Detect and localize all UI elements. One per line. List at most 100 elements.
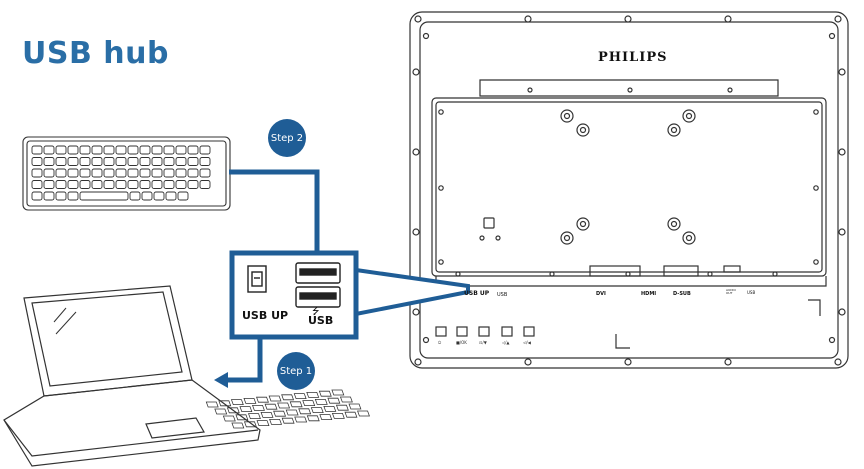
port-label-usb-up: USB UP — [464, 290, 490, 297]
keyboard-key — [43, 145, 55, 155]
laptop-key — [293, 393, 307, 400]
keyboard-key — [199, 180, 211, 189]
keyboard-key — [175, 145, 187, 155]
laptop-key — [319, 414, 333, 421]
laptop-key — [357, 410, 370, 417]
laptop-key — [273, 410, 287, 417]
svg-text:◁/▲: ◁/▲ — [501, 340, 510, 345]
keyboard-key — [151, 168, 163, 178]
laptop-key — [231, 422, 245, 429]
callout-usb-label: USB — [308, 314, 334, 327]
keyboard-key — [31, 157, 43, 166]
laptop-key — [230, 399, 244, 406]
keyboard-key — [31, 180, 43, 189]
keyboard-key — [127, 180, 139, 189]
keyboard-key — [55, 145, 67, 155]
laptop-key — [256, 396, 269, 403]
keyboard-key — [55, 157, 67, 166]
cable-arrow-to-laptop — [214, 372, 228, 388]
keyboard-key — [79, 145, 91, 155]
step-2-badge: Step 2 — [268, 119, 306, 157]
keyboard-key — [187, 145, 199, 155]
control-button-icons: ⏻ ■/OK ⊡/▼ ◁/▲ ⏎/◀ — [438, 340, 532, 345]
keyboard-key — [199, 168, 211, 178]
laptop-key — [243, 397, 257, 404]
keyboard-key — [115, 168, 127, 178]
keyboard-key — [91, 157, 103, 166]
laptop-key — [348, 403, 362, 410]
keyboard-key — [103, 145, 115, 155]
port-label-dsub: D-SUB — [673, 291, 691, 297]
keyboard-key — [103, 157, 115, 166]
port-label-audio-out: AUDIO OUT — [726, 288, 736, 295]
keyboard-key — [139, 157, 151, 166]
brand-logo: PHILIPS — [598, 50, 668, 65]
keyboard-key — [175, 180, 187, 189]
keyboard-key — [139, 180, 151, 189]
keyboard-key — [163, 168, 175, 178]
laptop-key — [335, 404, 349, 411]
keyboard-key — [115, 157, 127, 166]
laptop — [3, 285, 370, 467]
laptop-key — [252, 404, 265, 411]
keyboard-key — [139, 145, 151, 155]
laptop-key — [310, 407, 324, 414]
laptop-key — [281, 417, 295, 424]
keyboard-key — [187, 180, 199, 189]
laptop-key — [285, 409, 299, 416]
svg-text:⏎/◀: ⏎/◀ — [523, 340, 532, 345]
keyboard-key — [67, 191, 79, 201]
keyboard-key — [79, 157, 91, 166]
laptop-key — [294, 416, 308, 423]
laptop-key — [327, 397, 341, 404]
keyboard-key — [175, 157, 187, 166]
keyboard-key — [79, 168, 91, 178]
step-1-badge: Step 1 — [277, 352, 315, 390]
laptop-key — [298, 408, 312, 415]
page-title: USB hub — [22, 36, 169, 71]
port-label-dvi: DVI — [596, 291, 606, 297]
laptop-key — [339, 396, 353, 403]
laptop-key — [218, 400, 232, 407]
keyboard-key — [55, 180, 67, 189]
callout-zoom — [229, 250, 470, 340]
laptop-key — [344, 411, 358, 418]
keyboard-key — [79, 180, 91, 189]
keyboard-key — [187, 157, 199, 166]
keyboard-key — [31, 191, 43, 201]
keyboard-key — [67, 145, 79, 155]
laptop-key — [268, 395, 282, 402]
keyboard-key — [127, 168, 139, 178]
laptop-key — [306, 391, 320, 398]
laptop-key — [323, 405, 337, 412]
svg-text:⏻: ⏻ — [438, 340, 442, 345]
keyboard-key — [67, 180, 79, 189]
keyboard-key — [115, 145, 127, 155]
laptop-key — [277, 402, 291, 409]
callout-usb-up-label: USB UP — [242, 309, 289, 322]
laptop-key — [247, 413, 261, 420]
cables — [226, 169, 320, 383]
laptop-key — [239, 406, 253, 413]
port-label-hdmi: HDMI — [641, 291, 657, 297]
port-label-usb: USB — [497, 292, 508, 298]
laptop-key — [331, 412, 345, 419]
keyboard-key — [175, 168, 187, 178]
laptop-key — [318, 390, 332, 397]
port-label-usb-2: USB — [747, 290, 756, 295]
keyboard-key — [163, 145, 175, 155]
keyboard-key — [103, 168, 115, 178]
keyboard-key — [153, 191, 165, 201]
laptop-key — [281, 394, 295, 401]
keyboard-key — [31, 168, 43, 178]
monitor — [409, 11, 849, 369]
keyboard — [22, 136, 231, 211]
keyboard-key — [127, 157, 139, 166]
laptop-key — [302, 400, 316, 407]
laptop-key — [306, 415, 320, 422]
keyboard-key — [91, 145, 103, 155]
keyboard-key — [43, 191, 55, 201]
keyboard-key — [43, 180, 55, 189]
keyboard-key — [141, 191, 153, 201]
